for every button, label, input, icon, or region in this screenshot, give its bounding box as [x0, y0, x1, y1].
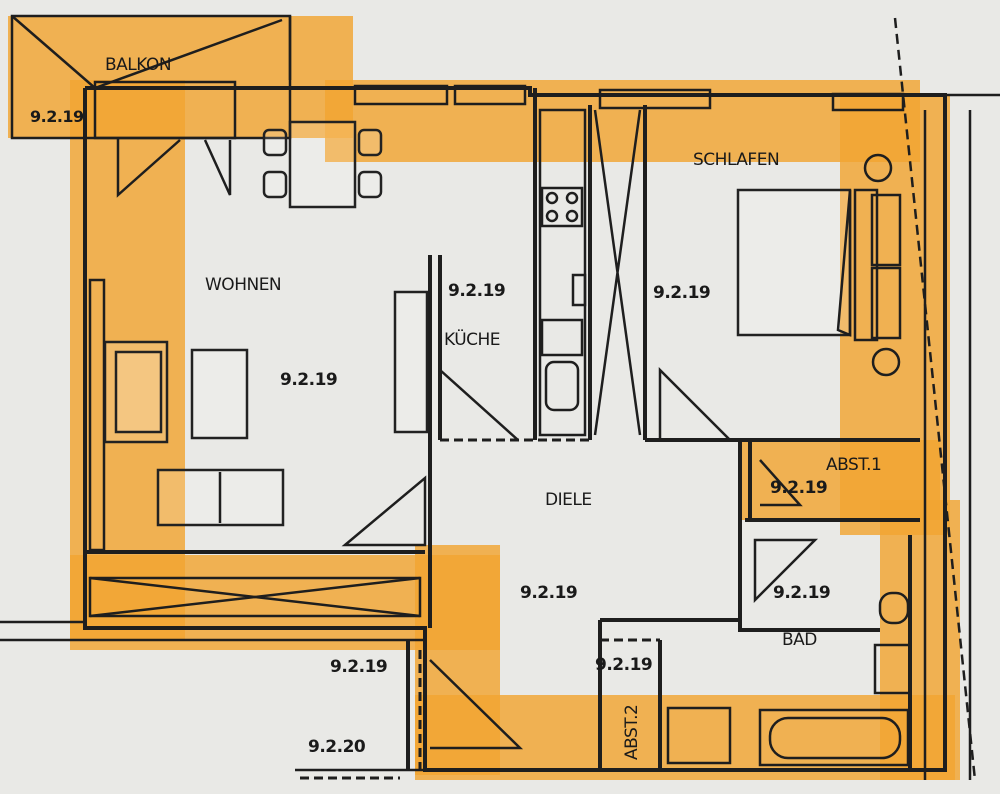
- chair-2: [262, 170, 288, 199]
- swing-wohnen: [341, 475, 427, 547]
- burner-4: [565, 209, 579, 223]
- room-name-balkon: BALKON: [105, 55, 171, 75]
- code-corridor: 9.2.19: [330, 657, 387, 677]
- window-schlafen-1: [598, 88, 712, 110]
- lamp-2: [871, 347, 901, 377]
- bathtub: [758, 708, 910, 767]
- bathtub-inner: [768, 716, 902, 760]
- bed-blanket-fold: [836, 189, 852, 337]
- balcony-door-swing-2: [203, 139, 232, 196]
- bed: [736, 188, 852, 337]
- highlight-abst1: [740, 440, 940, 520]
- fridge: [544, 360, 580, 412]
- armchair-seat: [114, 350, 163, 434]
- radiator-left: [88, 278, 106, 552]
- swing-entrance: [429, 659, 524, 750]
- balcony: [10, 14, 292, 198]
- balcony-door-swing-1: [116, 138, 181, 198]
- window-schlafen-2: [831, 92, 905, 112]
- toilet: [878, 591, 910, 625]
- swing-bad: [753, 538, 819, 604]
- burner-1: [545, 191, 559, 205]
- shelf: [393, 290, 429, 434]
- swing-kueche: [439, 369, 519, 441]
- code-abst1: 9.2.19: [770, 478, 827, 498]
- kitchen-counter: [538, 108, 587, 437]
- room-name-abst1: ABST.1: [826, 455, 881, 475]
- balcony-cross-2: [94, 18, 283, 90]
- coffee-table: [190, 348, 249, 440]
- highlight-top: [325, 80, 920, 162]
- swing-abst1: [759, 459, 803, 507]
- chair-4: [357, 170, 383, 199]
- room-name-abst2: ABST.2: [622, 705, 642, 760]
- sink: [571, 273, 587, 307]
- burner-2: [565, 191, 579, 205]
- highlight-bath-side: [880, 500, 960, 780]
- balcony-cross-1: [11, 15, 96, 89]
- room-name-diele: DIELE: [545, 490, 592, 510]
- wall-bad-top: [600, 618, 880, 632]
- washbasin: [873, 643, 912, 695]
- code-schlafen: 9.2.19: [653, 283, 710, 303]
- walls: [0, 17, 1000, 781]
- code-wohnen: 9.2.19: [280, 370, 337, 390]
- lamp-1: [863, 153, 893, 183]
- interior-walls: [85, 88, 920, 770]
- chair-3: [357, 128, 383, 157]
- dresser-1: [870, 193, 902, 267]
- wardrobe-wohnen-cross: [89, 576, 421, 618]
- dresser-2: [870, 266, 902, 340]
- code-balkon: 9.2.19: [30, 107, 84, 126]
- windows: [353, 84, 905, 112]
- shower-tray: [666, 706, 732, 765]
- room-name-schlafen: SCHLAFEN: [693, 150, 779, 170]
- balcony-door-frame: [93, 80, 237, 140]
- chair-1: [262, 128, 288, 157]
- room-name-kueche: KÜCHE: [444, 328, 500, 350]
- code-diele: 9.2.19: [520, 583, 577, 603]
- code-neighbour: 9.2.20: [308, 737, 366, 757]
- door-swings: [341, 366, 819, 750]
- top-wall: [85, 86, 830, 97]
- swing-schlafen: [658, 366, 734, 442]
- wardrobe-schlafen-cross: [593, 109, 642, 436]
- room-name-wohnen: WOHNEN: [205, 275, 281, 295]
- room-labels: BALKON WOHNEN KÜCHE SCHLAFEN ABST.1 DIEL…: [105, 55, 882, 760]
- code-abst2: 9.2.19: [595, 655, 652, 675]
- code-kueche: 9.2.19: [448, 281, 505, 301]
- code-bad: 9.2.19: [773, 583, 830, 603]
- window-kueche: [453, 84, 527, 106]
- room-codes: 9.2.19 9.2.19 9.2.19 9.2.19 9.2.19 9.2.1…: [30, 107, 831, 757]
- dining-table: [288, 120, 357, 209]
- wardrobe-wohnen: [88, 576, 422, 618]
- door-openings: [300, 438, 742, 780]
- stove: [540, 186, 584, 228]
- furniture: [88, 108, 912, 767]
- burner-3: [545, 209, 559, 223]
- dishwasher: [540, 318, 584, 357]
- room-name-bad: BAD: [782, 630, 817, 650]
- window-wohnen: [353, 84, 449, 106]
